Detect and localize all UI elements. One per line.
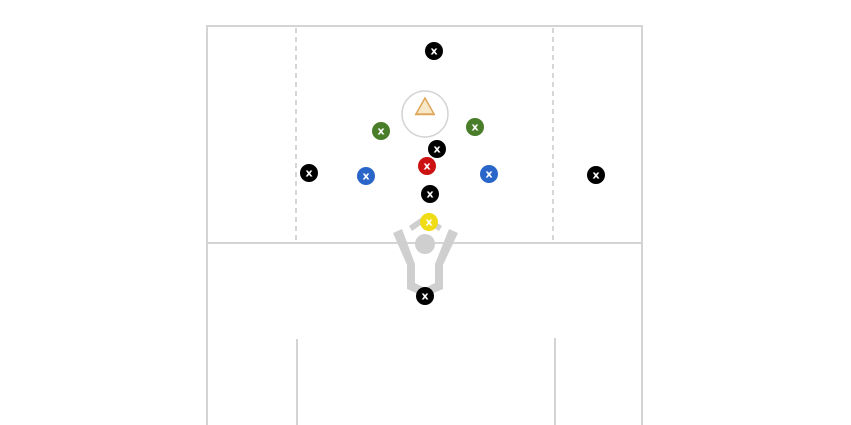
- player-label: x: [305, 167, 312, 180]
- player-label: x: [423, 160, 430, 173]
- player-dot: [428, 140, 446, 158]
- player-label: x: [426, 188, 433, 201]
- player-marker-green: x: [466, 118, 484, 136]
- player-dot: [587, 166, 605, 184]
- goalie-figure-icon: [393, 215, 458, 297]
- player-dot: [421, 185, 439, 203]
- player-marker-black: x: [421, 185, 439, 203]
- player-dot: [372, 122, 390, 140]
- player-marker-black: x: [300, 164, 318, 182]
- player-label: x: [362, 170, 369, 183]
- player-marker-green: x: [372, 122, 390, 140]
- player-marker-yellow: x: [420, 213, 438, 231]
- player-marker-black: x: [428, 140, 446, 158]
- player-dot: [466, 118, 484, 136]
- player-marker-blue: x: [480, 165, 498, 183]
- player-label: x: [430, 45, 437, 58]
- goalie-left-arm: [393, 229, 415, 265]
- player-dot: [416, 287, 434, 305]
- player-dot: [300, 164, 318, 182]
- player-label: x: [421, 290, 428, 303]
- player-dot: [480, 165, 498, 183]
- player-marker-red: x: [418, 157, 436, 175]
- player-dot: [425, 42, 443, 60]
- player-marker-black: x: [587, 166, 605, 184]
- goalie-right-arm: [435, 229, 458, 265]
- player-label: x: [471, 121, 478, 134]
- player-marker-blue: x: [357, 167, 375, 185]
- player-label: x: [377, 125, 384, 138]
- player-label: x: [425, 216, 432, 229]
- goalie-head: [415, 234, 435, 254]
- crease: [401, 90, 449, 138]
- player-label: x: [592, 169, 599, 182]
- goalie-body: [407, 264, 443, 297]
- player-marker-black: x: [416, 287, 434, 305]
- player-marker-black: x: [425, 42, 443, 60]
- player-dot: [357, 167, 375, 185]
- player-dot: [420, 213, 438, 231]
- player-dot: [418, 157, 436, 175]
- field-lines: [206, 25, 643, 425]
- player-label: x: [433, 143, 440, 156]
- player-label: x: [485, 168, 492, 181]
